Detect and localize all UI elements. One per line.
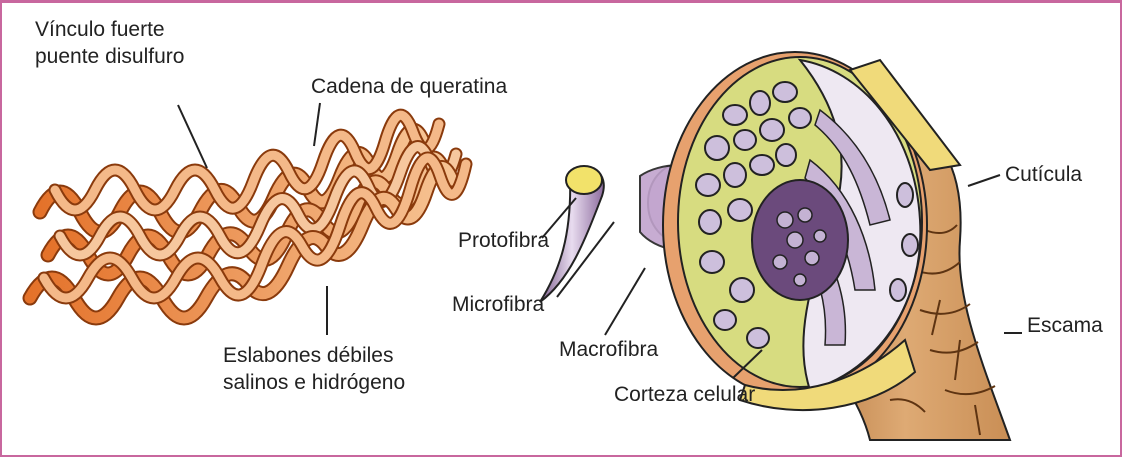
label-disulfide-bond-line1: Vínculo fuerte [35, 16, 184, 43]
label-macrofibril: Macrofibra [559, 336, 658, 363]
label-microfibril: Microfibra [452, 291, 544, 318]
label-cuticle: Cutícula [1005, 161, 1082, 188]
label-keratin-chain: Cadena de queratina [311, 73, 507, 100]
keratin-helix-strands [30, 115, 466, 318]
label-weak-bonds: Eslabones débiles salinos e hidrógeno [223, 342, 405, 396]
label-disulfide-bond: Vínculo fuerte puente disulfuro [35, 16, 184, 70]
label-weak-bonds-line1: Eslabones débiles [223, 342, 405, 369]
label-cell-cortex: Corteza celular [614, 381, 755, 408]
label-disulfide-bond-line2: puente disulfuro [35, 43, 184, 70]
label-protofibril: Protofibra [458, 227, 549, 254]
label-weak-bonds-line2: salinos e hidrógeno [223, 369, 405, 396]
protofibril-end [566, 166, 602, 194]
label-scale: Escama [1027, 312, 1103, 339]
